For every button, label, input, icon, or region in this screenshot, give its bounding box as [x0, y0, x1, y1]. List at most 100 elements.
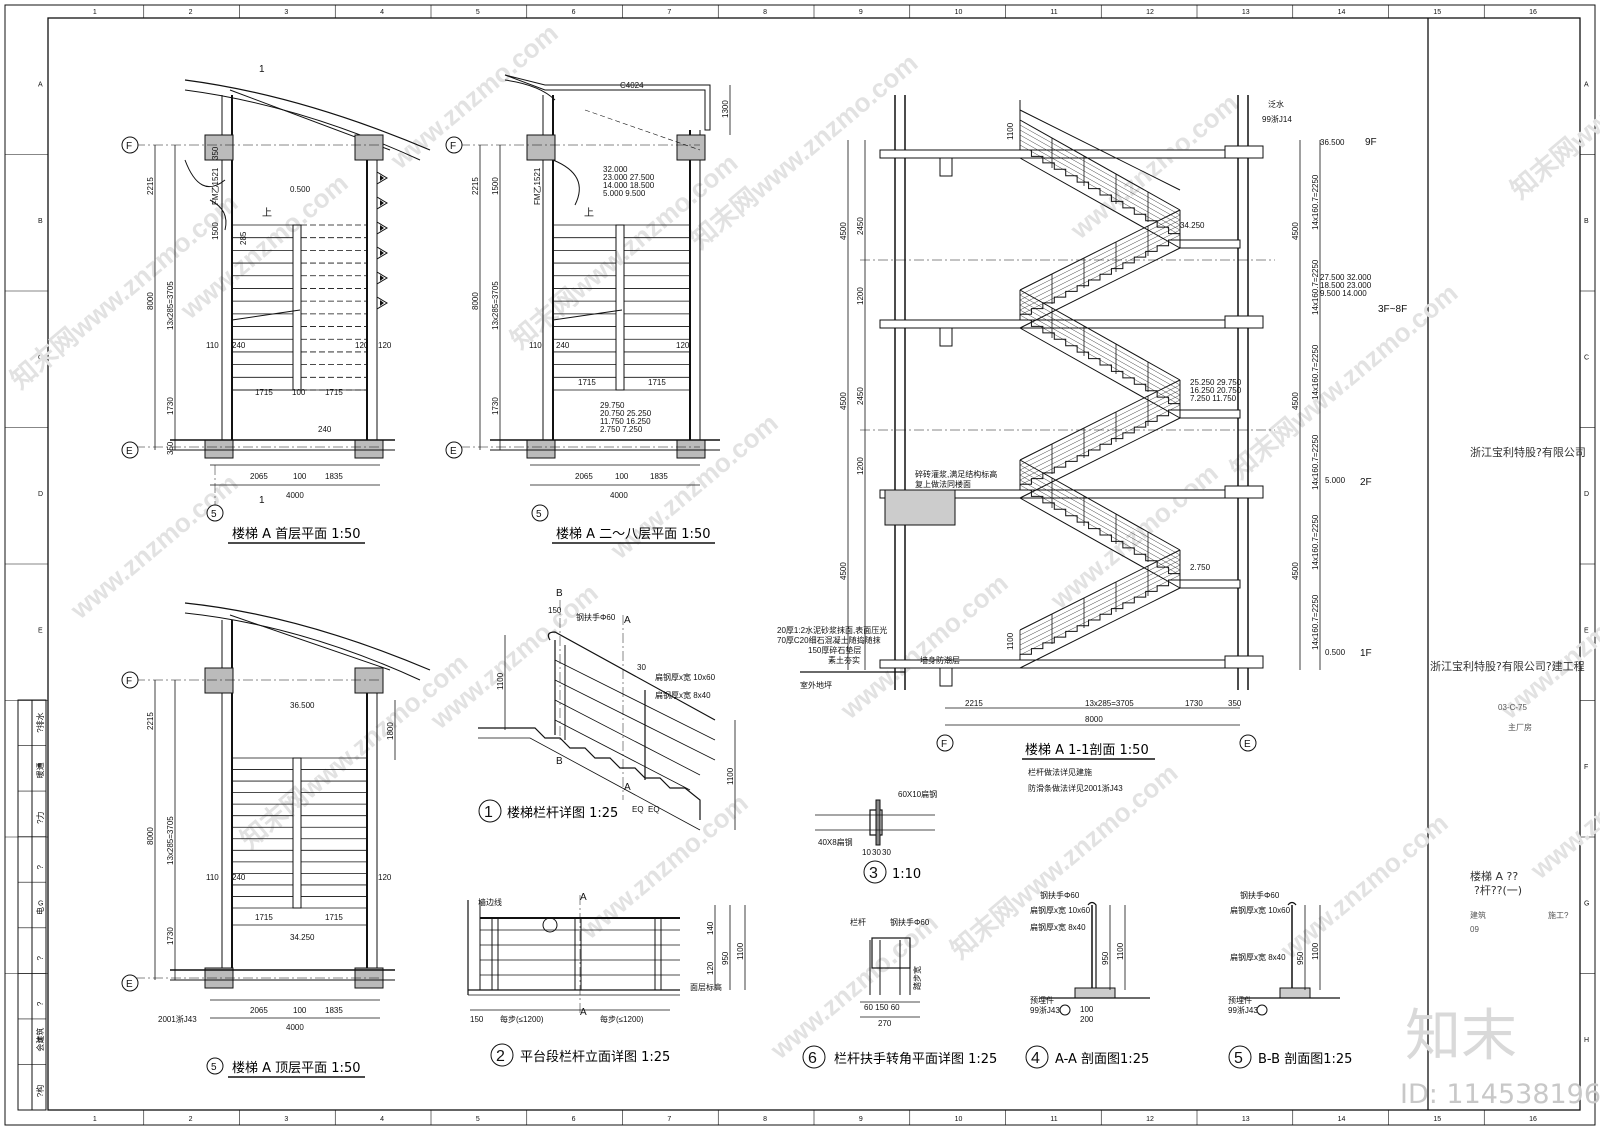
border-row-letter: C	[1584, 354, 1589, 361]
dim-text: 1715	[325, 913, 343, 922]
title-block: 浙江宝利特股?有限公司 浙江宝利特股?有限公司?建工程 03-C-75 主厂房 …	[1430, 445, 1586, 934]
dim-text: 13x285=3705	[1085, 699, 1134, 708]
dim-text: 1100	[1006, 122, 1015, 140]
level-mark: 2.750 7.250	[600, 425, 643, 434]
dim-text: 14x160.7=2250	[1311, 259, 1320, 315]
dim-text: 4000	[610, 491, 628, 500]
border-col-number: 16	[1529, 9, 1537, 16]
detail-label: 扁钢厚x宽 8x40	[1030, 922, 1086, 932]
dim-text: 350	[211, 146, 220, 160]
detail-label: 扁钢厚x宽 10x60	[1230, 905, 1291, 915]
grid-label-5: 5	[536, 509, 542, 520]
company-name: 浙江宝利特股?有限公司	[1470, 445, 1586, 459]
ref-note: 泛水	[1268, 99, 1284, 109]
watermark-text: 知末网www.znzmo.com	[235, 647, 474, 854]
border-row-letter: A	[38, 81, 43, 88]
dim-text: 240	[556, 341, 570, 350]
border-col-number: 2	[189, 1116, 193, 1123]
stamp-label: ?	[36, 956, 45, 961]
plan1-title: 楼梯 A 首层平面 1:50	[232, 527, 360, 542]
border-col-number: 10	[955, 9, 963, 16]
wall-note: 复上做法同楼面	[915, 479, 971, 489]
detail-label: 钢扶手Φ60	[1240, 890, 1280, 900]
dim-text: 1730	[1185, 699, 1203, 708]
grid-label-5: 5	[211, 1062, 217, 1073]
level-mark: 14.000 18.500	[603, 181, 655, 190]
dim-text: 350	[166, 441, 175, 455]
stamp-label: 会建筑	[35, 1028, 45, 1052]
detail-label: 扁钢厚x宽 8x40	[1230, 952, 1286, 962]
level-mark: 0.500	[1325, 648, 1346, 657]
detail-label: EQ	[632, 805, 644, 814]
dim-text: 4000	[286, 491, 304, 500]
detail-3-flat-steel: 60X10扁钢 40X8扁钢 10 30 30 3 1:10	[815, 789, 937, 884]
grid-bubble-f	[445, 136, 463, 154]
detail-label: 150	[470, 1015, 484, 1024]
grid-label-e: E	[126, 446, 133, 457]
plan2-title: 楼梯 A 二～八层平面 1:50	[556, 527, 710, 542]
detail-label: 每步(≤1200)	[500, 1014, 544, 1024]
sheet-number: 09	[1470, 925, 1479, 934]
wall-note: 碎砖灌浆,满足结构标高	[915, 469, 997, 479]
dim-text: 350	[1228, 699, 1242, 708]
dim-text: 110	[206, 341, 219, 350]
watermark-text: www.znzmo.com	[1524, 728, 1600, 886]
dim-text: 240	[232, 873, 246, 882]
border-col-number: 1	[93, 1116, 97, 1123]
detail-label: 钢扶手Φ60	[890, 917, 930, 927]
level-mark: 34.250	[290, 933, 315, 942]
dim-text: 1715	[648, 378, 666, 387]
border-col-number: 15	[1433, 1116, 1441, 1123]
dim-text: 100	[615, 472, 629, 481]
floor-note: 70厚C20细石混凝土随捣随抹	[777, 635, 881, 645]
detail-label: 950	[1101, 951, 1110, 965]
border-col-number: 7	[667, 1116, 671, 1123]
window-label: C4024	[620, 81, 644, 90]
drawing-name-1: 楼梯 A ??	[1470, 869, 1518, 883]
dim-text: 240	[232, 341, 246, 350]
grid-bubble-e	[1239, 734, 1257, 752]
floor-tag: 3F~8F	[1378, 304, 1407, 315]
level-mark: 23.000 27.500	[603, 173, 655, 182]
border-col-number: 13	[1242, 9, 1250, 16]
grid-label-f: F	[941, 739, 947, 750]
dim-text: 1835	[650, 472, 668, 481]
dim-text: 4500	[1291, 392, 1300, 410]
floor-tag: 9F	[1365, 137, 1377, 148]
ref-note: 2001浙J43	[158, 1014, 197, 1024]
dim-text: 1200	[856, 287, 865, 305]
grid-label-e: E	[450, 446, 457, 457]
watermark-text: 知末网www.znzmo.com	[1505, 0, 1600, 205]
stamp-label: ?	[36, 1001, 45, 1006]
stamp-label: 电	[35, 907, 45, 915]
grid-bubble-f	[121, 136, 139, 154]
dim-text: 4500	[839, 562, 848, 580]
watermark-text: www.znzmo.com	[1494, 568, 1600, 726]
detail-number: 5	[1234, 1050, 1243, 1067]
detail-label: 钢扶手Φ60	[576, 612, 616, 622]
dim-text: 8000	[471, 292, 480, 310]
section-mark-top: 1	[259, 64, 265, 75]
section-cut-b: B	[556, 588, 563, 599]
detail-label: 10	[862, 848, 871, 857]
detail-label: 99浙J43	[1030, 1005, 1060, 1015]
dim-text: 1835	[325, 1006, 343, 1015]
stamp-label: ?构	[35, 1085, 45, 1097]
stamp-label: ?排水	[35, 712, 45, 732]
grid-bubble-5	[206, 1057, 224, 1075]
detail-1-title: 楼梯栏杆详图 1:25	[507, 806, 618, 821]
dim-text: 1300	[721, 100, 730, 118]
border-col-number: 6	[572, 1116, 576, 1123]
border-row-letter: G	[38, 900, 43, 907]
section-note: 防滑条做法详见2001浙J43	[1028, 783, 1123, 793]
dim-text: 2065	[250, 1006, 268, 1015]
building-name: 主厂房	[1508, 722, 1532, 732]
plan-top-floor: F E 5 36.500 34.250 1800 2001浙J43 2215 8…	[121, 602, 431, 1078]
dim-text: 14x160.7=2250	[1311, 594, 1320, 650]
section-cut-a: A	[624, 615, 631, 626]
detail-label: 面层标高	[690, 982, 722, 992]
detail-label: 950	[721, 951, 730, 965]
dim-text: 13x285=3705	[166, 816, 175, 865]
dim-text: 120	[378, 873, 392, 882]
level-mark: 5.000	[1325, 476, 1346, 485]
